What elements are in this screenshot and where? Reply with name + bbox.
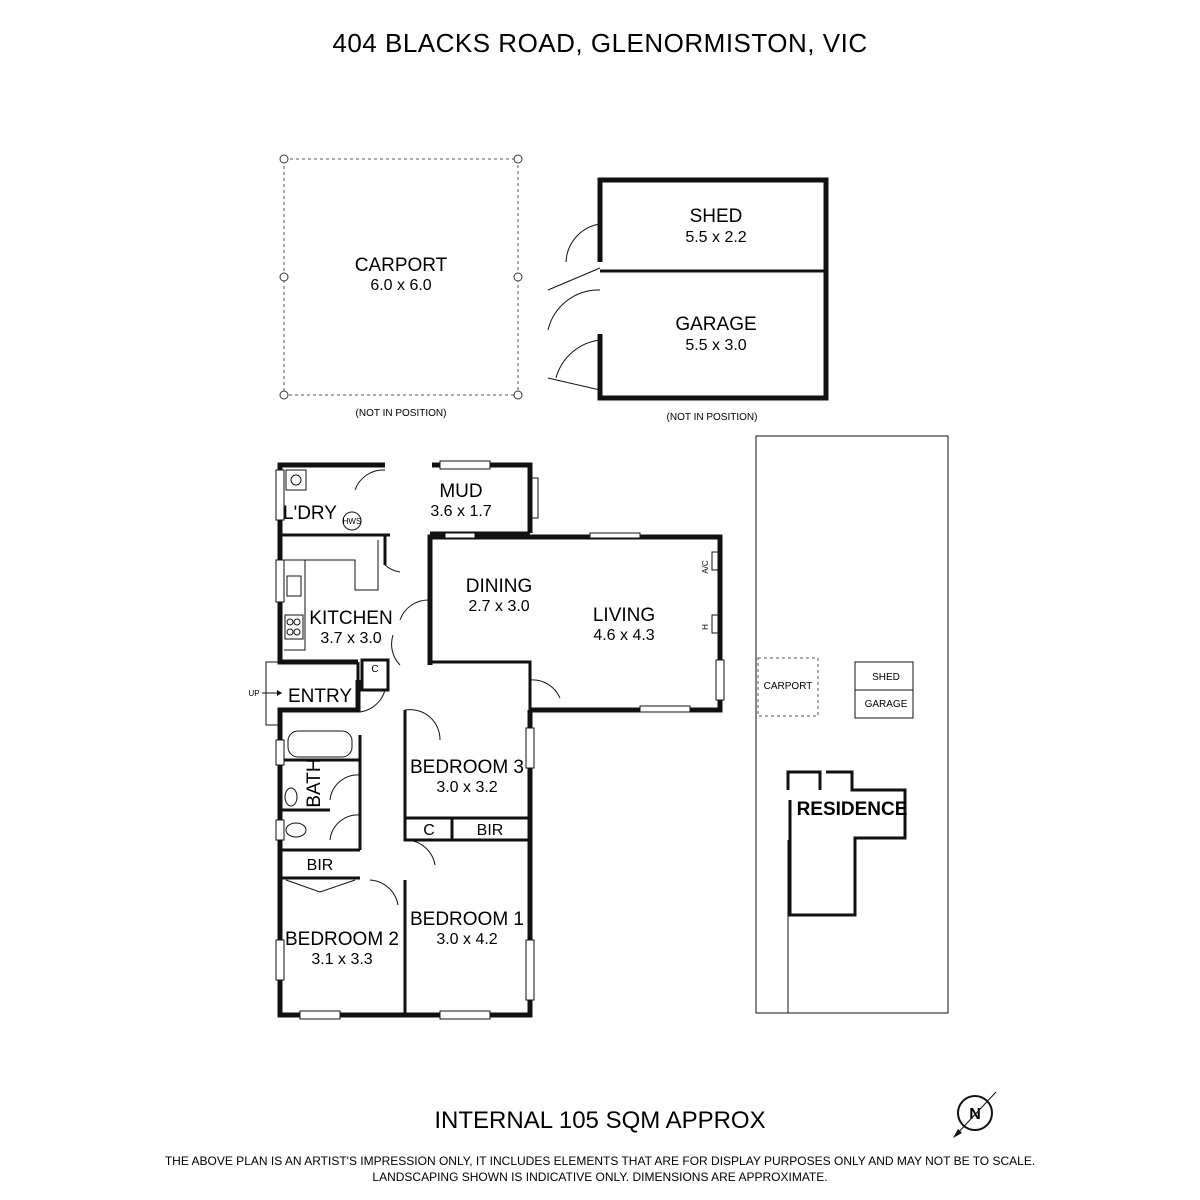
carport-note: (NOT IN POSITION): [356, 408, 447, 419]
disclaimer-line-2: LANDSCAPING SHOWN IS INDICATIVE ONLY. DI…: [372, 1170, 827, 1184]
bedroom2-bir-label: BIR: [307, 857, 334, 874]
garage-note: (NOT IN POSITION): [667, 412, 758, 423]
bedroom3-bir-label: BIR: [477, 822, 504, 839]
windows: [275, 460, 725, 1020]
bath-label: BATH: [304, 758, 325, 807]
door-swings: [329, 469, 561, 906]
carport-label: CARPORT: [355, 255, 448, 276]
compass-letter: N: [969, 1106, 981, 1123]
carport-structure: [279, 154, 523, 400]
site-carport-label: CARPORT: [764, 681, 813, 692]
bedroom1-label: BEDROOM 1: [410, 909, 524, 930]
entry-label: ENTRY: [288, 686, 352, 707]
fixtures: [284, 469, 719, 893]
bedroom2-dims: 3.1 x 3.3: [311, 951, 372, 968]
garage-dims: 5.5 x 3.0: [685, 337, 746, 354]
site-residence-label: RESIDENCE: [797, 799, 908, 820]
living-dims: 4.6 x 4.3: [593, 627, 654, 644]
ac-label: A/C: [701, 560, 710, 574]
entry-step: [265, 661, 280, 726]
bedroom1-dims: 3.0 x 4.2: [436, 931, 497, 948]
kitchen-label: KITCHEN: [309, 608, 392, 629]
carport-dims: 6.0 x 6.0: [370, 277, 431, 294]
up-label: UP: [248, 689, 259, 698]
shed-garage-structure: [547, 177, 829, 401]
mud-label: MUD: [439, 481, 482, 502]
bedroom2-label: BEDROOM 2: [285, 929, 399, 950]
north-compass-icon: [953, 1091, 997, 1138]
entry-cupboard-label: C: [371, 664, 378, 675]
page-title: 404 BLACKS ROAD, GLENORMISTON, VIC: [332, 28, 867, 58]
shed-dims: 5.5 x 2.2: [685, 229, 746, 246]
bedroom3-cupboard-label: C: [423, 822, 435, 839]
site-plan: [755, 435, 949, 1014]
hws-label: HWS: [343, 517, 362, 526]
up-arrow-icon: [262, 690, 282, 696]
laundry-label: L'DRY: [283, 503, 337, 524]
dining-dims: 2.7 x 3.0: [468, 598, 529, 615]
site-shed-label: SHED: [872, 672, 900, 683]
site-garage-label: GARAGE: [865, 699, 908, 710]
mud-dims: 3.6 x 1.7: [430, 503, 491, 520]
kitchen-dims: 3.7 x 3.0: [320, 630, 381, 647]
heater-label: H: [701, 624, 710, 630]
bedroom3-dims: 3.0 x 3.2: [436, 779, 497, 796]
disclaimer-line-1: THE ABOVE PLAN IS AN ARTIST'S IMPRESSION…: [165, 1154, 1035, 1168]
living-label: LIVING: [593, 605, 655, 626]
internal-area: INTERNAL 105 SQM APPROX: [434, 1107, 765, 1134]
shed-label: SHED: [690, 206, 743, 227]
garage-label: GARAGE: [675, 314, 756, 335]
bedroom3-label: BEDROOM 3: [410, 757, 524, 778]
dining-label: DINING: [466, 576, 533, 597]
